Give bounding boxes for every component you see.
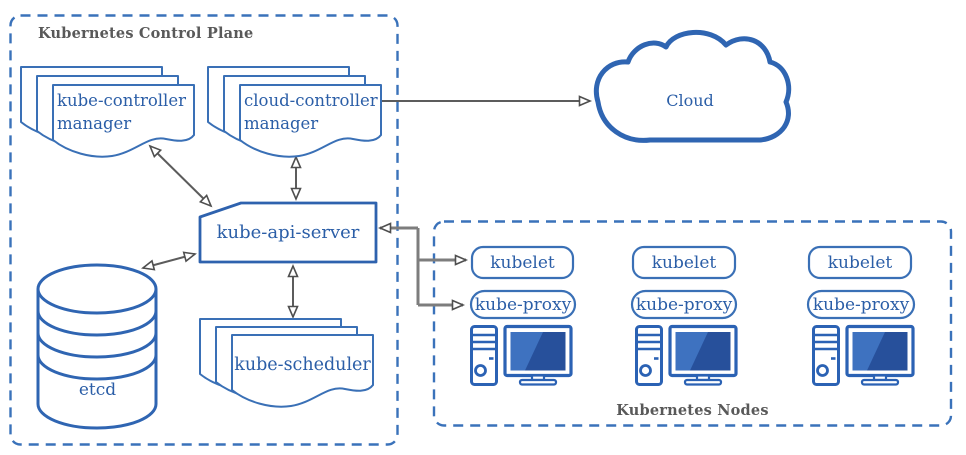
document-page xyxy=(239,84,382,158)
kube-proxy-shape xyxy=(630,289,738,320)
node-1 xyxy=(469,245,577,387)
kube-api-server-shape xyxy=(198,201,378,264)
kubelet-shape xyxy=(470,245,575,280)
node-3 xyxy=(806,245,916,387)
control-plane-title: Kubernetes Control Plane xyxy=(38,25,254,42)
cylinder-top xyxy=(36,263,158,315)
node-2 xyxy=(630,245,738,387)
cloud-controller-manager-label: cloud-controller manager xyxy=(244,91,378,133)
kube-controller-manager-label: kube-controller manager xyxy=(57,91,186,133)
control-plane-arrows xyxy=(141,95,593,320)
kube-proxy-shape xyxy=(469,289,577,320)
kube-proxy-label-2: kube-proxy xyxy=(635,294,733,315)
computer-icon xyxy=(469,324,573,387)
kubelet-shape xyxy=(631,245,737,280)
arrow-apiserver-etcd xyxy=(141,251,197,271)
node-arrows xyxy=(377,222,469,311)
kube-scheduler-label: kube-scheduler xyxy=(234,355,371,375)
cylinder-band xyxy=(36,354,158,381)
document-page xyxy=(52,84,195,158)
cloud-label: Cloud xyxy=(666,90,714,110)
etcd-shape xyxy=(36,263,158,430)
control-plane-boundary xyxy=(9,14,399,446)
computer-icon xyxy=(634,324,738,387)
kubelet-label-2: kubelet xyxy=(651,252,717,273)
kube-proxy-label-1: kube-proxy xyxy=(474,294,572,315)
arrow-kcm-apiserver xyxy=(148,144,213,208)
cylinder-band xyxy=(36,332,158,359)
kubelet-label-1: kubelet xyxy=(490,252,555,273)
cylinder-band xyxy=(36,310,158,337)
kubelet-label-3: kubelet xyxy=(827,252,893,273)
kubelet-shape xyxy=(807,245,913,280)
kube-api-server-label: kube-api-server xyxy=(216,222,360,243)
etcd-label: etcd xyxy=(78,380,117,400)
kube-proxy-label-3: kube-proxy xyxy=(812,294,910,315)
nodes-title: Kubernetes Nodes xyxy=(616,402,769,419)
cloud-controller-manager-shape xyxy=(207,66,382,158)
cloud-shape xyxy=(593,29,792,143)
nodes-boundary xyxy=(432,220,953,427)
kube-proxy-shape xyxy=(806,289,916,320)
kube-controller-manager-shape xyxy=(20,66,195,158)
computer-icon xyxy=(811,324,915,387)
document-page xyxy=(231,334,374,408)
kube-scheduler-shape xyxy=(199,318,374,408)
